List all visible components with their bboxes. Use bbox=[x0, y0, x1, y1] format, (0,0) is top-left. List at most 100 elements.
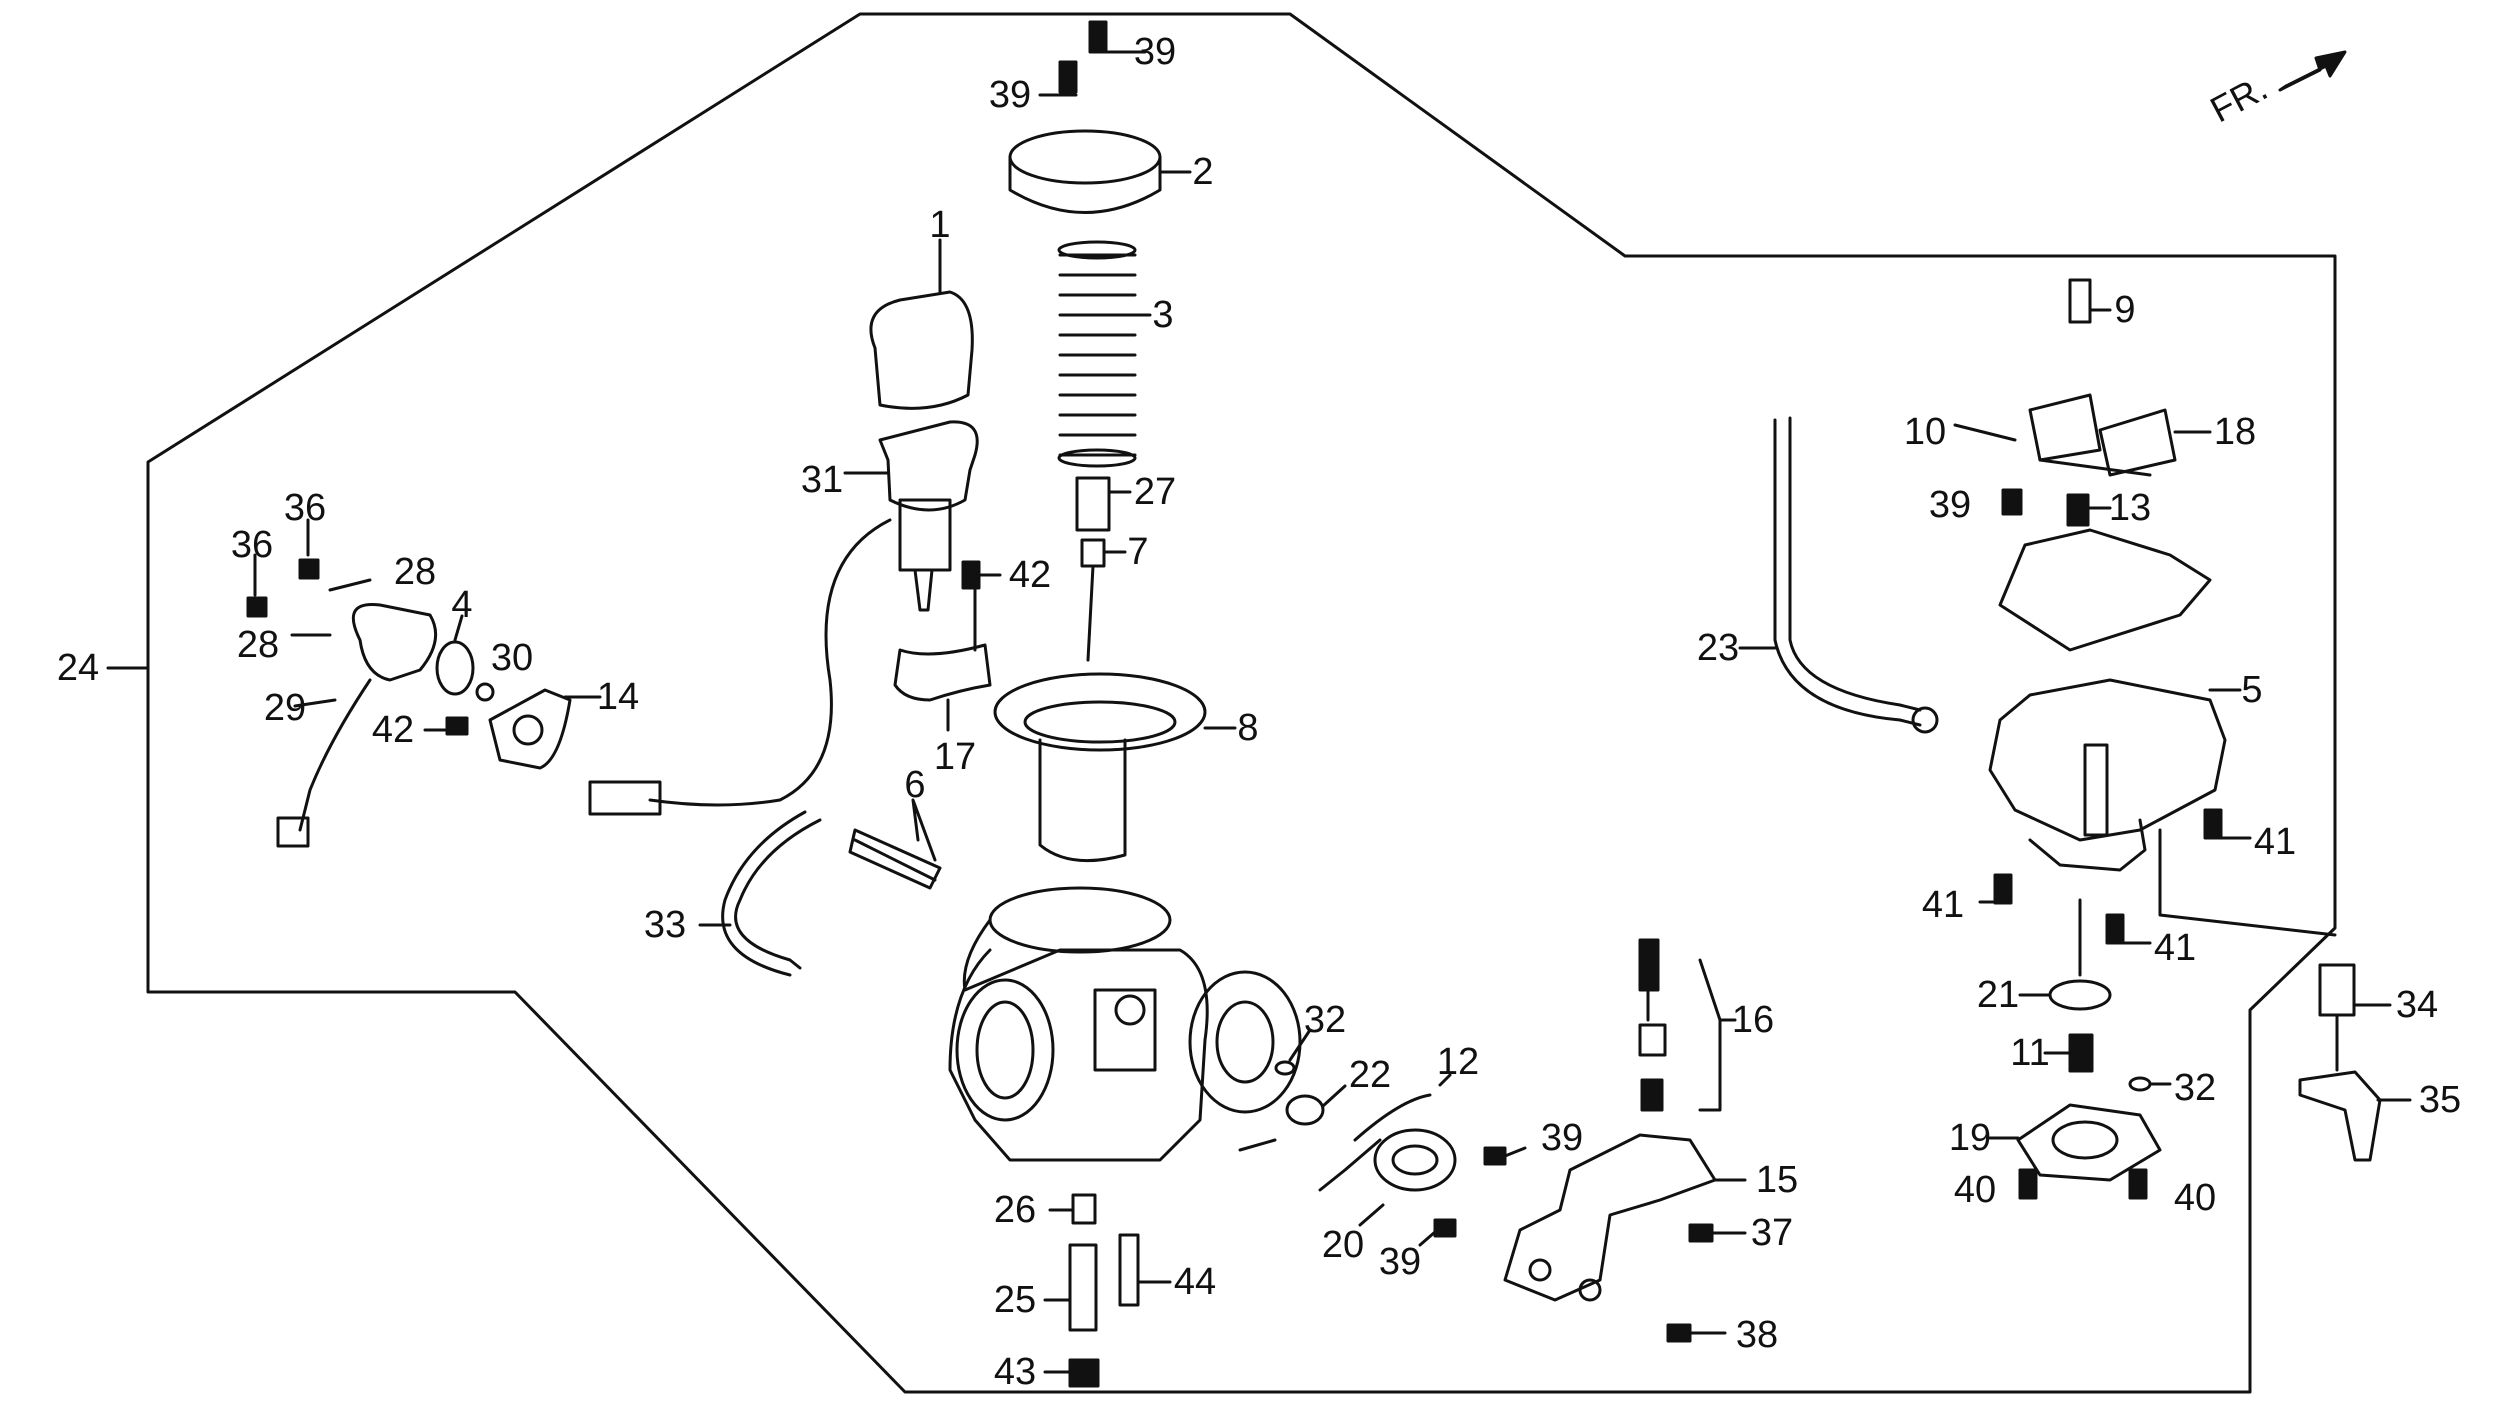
part-label-38: 38 bbox=[1735, 1314, 1779, 1356]
assembly-boundary bbox=[146, 12, 2337, 1394]
seal-30 bbox=[475, 682, 495, 702]
part-label-30: 30 bbox=[490, 637, 534, 679]
part-label-11: 11 bbox=[2010, 1032, 2050, 1074]
choke-cover bbox=[869, 290, 974, 410]
part-label-34: 34 bbox=[2395, 984, 2439, 1026]
needle-jet-25 bbox=[1068, 1243, 1098, 1332]
part-label-41-a: 41 bbox=[2253, 821, 2297, 863]
screw-39-b bbox=[1433, 1218, 1457, 1238]
direction-arrow bbox=[2278, 50, 2347, 92]
part-label-32: 32 bbox=[1303, 999, 1347, 1041]
screw-41-c bbox=[2105, 913, 2125, 945]
needle-13 bbox=[2066, 493, 2090, 527]
cap-screw-a bbox=[1088, 20, 1108, 54]
carburetor-body bbox=[948, 886, 1209, 1162]
main-jet-43 bbox=[1068, 1358, 1100, 1388]
screw-36-b bbox=[246, 596, 268, 618]
part-label-33: 33 bbox=[643, 904, 687, 946]
part-label-14: 14 bbox=[596, 676, 640, 718]
part-label-36: 36 bbox=[283, 487, 327, 529]
part-label-12: 12 bbox=[1436, 1041, 1480, 1083]
part-label-7: 7 bbox=[1127, 531, 1149, 573]
adjuster-16 bbox=[1638, 938, 1660, 992]
screw-41-b bbox=[1993, 873, 2013, 905]
bracket-35 bbox=[2298, 1070, 2382, 1162]
fuel-hose-23 bbox=[1788, 416, 1922, 712]
needle-holder bbox=[1075, 476, 1111, 532]
idle-screw bbox=[848, 828, 942, 890]
part-label-9: 9 bbox=[2114, 289, 2136, 331]
cover-19 bbox=[2016, 1103, 2162, 1182]
part-label-39-float: 39 bbox=[1928, 484, 1972, 526]
part-label-29: 29 bbox=[263, 687, 307, 729]
screw-41-a bbox=[2203, 808, 2223, 840]
jet-26 bbox=[1071, 1193, 1097, 1225]
screw-37 bbox=[1688, 1223, 1714, 1243]
part-label-8: 8 bbox=[1237, 707, 1259, 749]
part-label-40-a: 40 bbox=[1953, 1169, 1997, 1211]
cap-screw-b bbox=[1058, 60, 1078, 94]
part-label-6: 6 bbox=[904, 764, 926, 806]
part-label-28b: 28 bbox=[236, 624, 280, 666]
part-label-4: 4 bbox=[451, 584, 473, 626]
part-label-5: 5 bbox=[2241, 669, 2263, 711]
part-label-31: 31 bbox=[800, 459, 844, 501]
part-label-10: 10 bbox=[1903, 411, 1947, 453]
part-label-28: 28 bbox=[393, 551, 437, 593]
cable-bracket-15 bbox=[1503, 1133, 1717, 1302]
part-label-41-b: 41 bbox=[1921, 884, 1965, 926]
screw-39-float bbox=[2001, 488, 2023, 516]
part-label-39-cap: 39 bbox=[988, 74, 1032, 116]
seal-32-right bbox=[2128, 1076, 2152, 1092]
float-valve-9 bbox=[2068, 278, 2092, 324]
part-label-13: 13 bbox=[2108, 487, 2152, 529]
screw-36-a bbox=[298, 558, 320, 580]
washer-22 bbox=[1285, 1094, 1325, 1126]
part-label-39-low: 39 bbox=[1378, 1241, 1422, 1283]
oring-4 bbox=[435, 640, 475, 696]
part-label-18: 18 bbox=[2213, 411, 2257, 453]
part-label-42-top: 42 bbox=[1008, 554, 1052, 596]
screw-40-a bbox=[2018, 1168, 2038, 1200]
plate-17 bbox=[893, 643, 992, 702]
part-label-17: 17 bbox=[933, 736, 977, 778]
part-label-41-c: 41 bbox=[2153, 927, 2197, 969]
float-pin-10 bbox=[1953, 423, 2017, 442]
float-chamber bbox=[1988, 678, 2227, 872]
part-label-32b: 32 bbox=[2173, 1067, 2217, 1109]
part-label-27: 27 bbox=[1133, 471, 1177, 513]
part-label-20: 20 bbox=[1321, 1224, 1365, 1266]
screw-39-a bbox=[1483, 1146, 1507, 1166]
part-label-44: 44 bbox=[1173, 1261, 1217, 1303]
part-label-39-mid: 39 bbox=[1540, 1117, 1584, 1159]
diaphragm-cap bbox=[1008, 129, 1162, 214]
part-label-39-top: 39 bbox=[1133, 31, 1177, 73]
part-label-21: 21 bbox=[1976, 974, 2020, 1016]
part-label-37: 37 bbox=[1750, 1212, 1794, 1254]
vacuum-piston bbox=[993, 672, 1207, 863]
sensor-34 bbox=[2318, 963, 2356, 1017]
throttle-spring bbox=[1057, 240, 1137, 468]
spring-11 bbox=[2068, 1033, 2094, 1073]
slow-air-cover bbox=[1188, 970, 1302, 1114]
part-label-35: 35 bbox=[2418, 1079, 2462, 1121]
float-gasket bbox=[1998, 528, 2212, 652]
part-label-25: 25 bbox=[993, 1279, 1037, 1321]
part-label-36b: 36 bbox=[230, 524, 274, 566]
lever-12 bbox=[1353, 1093, 1432, 1142]
part-label-15: 15 bbox=[1755, 1159, 1799, 1201]
part-label-43: 43 bbox=[993, 1351, 1037, 1393]
screw-42-top bbox=[961, 560, 981, 590]
screw-40-b bbox=[2128, 1168, 2148, 1200]
throttle-drum-20 bbox=[1373, 1128, 1457, 1192]
part-label-42-left: 42 bbox=[371, 709, 415, 751]
part-label-40-b: 40 bbox=[2173, 1177, 2217, 1219]
float-18 bbox=[2028, 393, 2177, 477]
seal-32-mid bbox=[1274, 1060, 1296, 1076]
flange-14 bbox=[488, 688, 572, 770]
part-label-19: 19 bbox=[1948, 1117, 1992, 1159]
jet-44 bbox=[1118, 1233, 1140, 1307]
screw-42-left bbox=[445, 716, 469, 736]
diaphragm-21 bbox=[2048, 979, 2112, 1011]
